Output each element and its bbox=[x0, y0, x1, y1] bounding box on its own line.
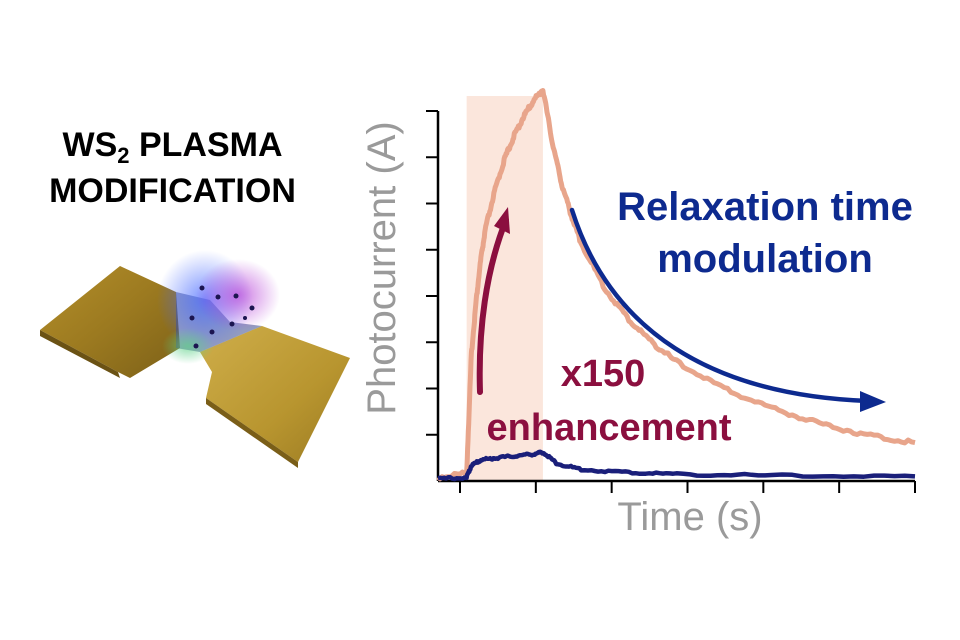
series-modified-line bbox=[436, 88, 916, 482]
enhancement-arrowhead bbox=[494, 207, 510, 234]
enhancement-arrow bbox=[476, 217, 509, 395]
relaxation-label-2: modulation bbox=[657, 237, 873, 281]
y-axis-label: Photocurrent (A) bbox=[360, 121, 404, 414]
heading-line-2: MODIFICATION bbox=[49, 172, 296, 210]
heading-ws: WS bbox=[62, 126, 118, 164]
plasma-particles bbox=[189, 285, 255, 349]
relaxation-arrowhead bbox=[860, 391, 886, 412]
plasma-glow-green bbox=[162, 328, 214, 364]
relaxation-label-1: Relaxation time bbox=[617, 185, 913, 229]
heading-plasma: PLASMA bbox=[129, 126, 283, 164]
heading-line-1: WS2 PLASMA bbox=[0, 126, 345, 167]
gold-electrode-left bbox=[40, 266, 180, 378]
series-layer bbox=[436, 88, 916, 482]
enhancement-value: x150 bbox=[561, 353, 646, 395]
axes bbox=[426, 110, 916, 493]
series-pristine-line bbox=[437, 449, 916, 482]
heading-subscript: 2 bbox=[117, 143, 130, 168]
gold-electrode-right bbox=[200, 326, 350, 468]
device-illustration bbox=[40, 250, 350, 468]
x-axis-label: Time (s) bbox=[617, 495, 762, 539]
enhancement-label: enhancement bbox=[487, 407, 732, 449]
relaxation-arrow bbox=[569, 207, 871, 404]
